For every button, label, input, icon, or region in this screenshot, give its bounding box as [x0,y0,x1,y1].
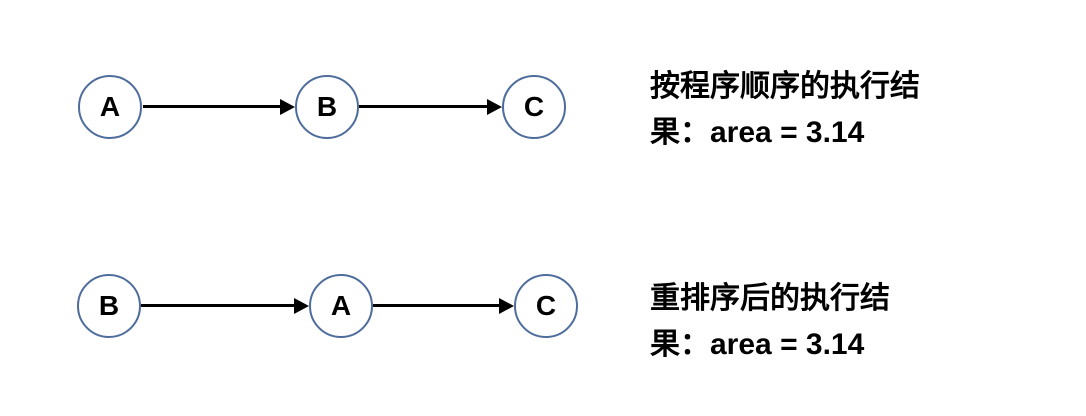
row2-arrow-2 [373,304,499,307]
row1-node-1: A [78,75,142,139]
row1-node-3: C [502,75,566,139]
row1-caption: 按程序顺序的执行结 果：area = 3.14 [650,64,920,156]
row2-node-2: A [309,274,373,338]
row1-node-2: B [295,75,359,139]
row2-caption: 重排序后的执行结 果：area = 3.14 [650,276,890,368]
row2-caption-line-1: 重排序后的执行结 [650,282,890,315]
row2-node-1: B [77,274,141,338]
row2-node-3: C [514,274,578,338]
row2-caption-line-2: 果：area = 3.14 [650,328,865,361]
row2-arrow-1 [141,304,294,307]
row1-caption-line-1: 按程序顺序的执行结 [650,70,920,103]
row1-arrow-2 [359,105,487,108]
row1-caption-line-2: 果：area = 3.14 [650,116,865,149]
row1-arrow-1 [143,105,280,108]
